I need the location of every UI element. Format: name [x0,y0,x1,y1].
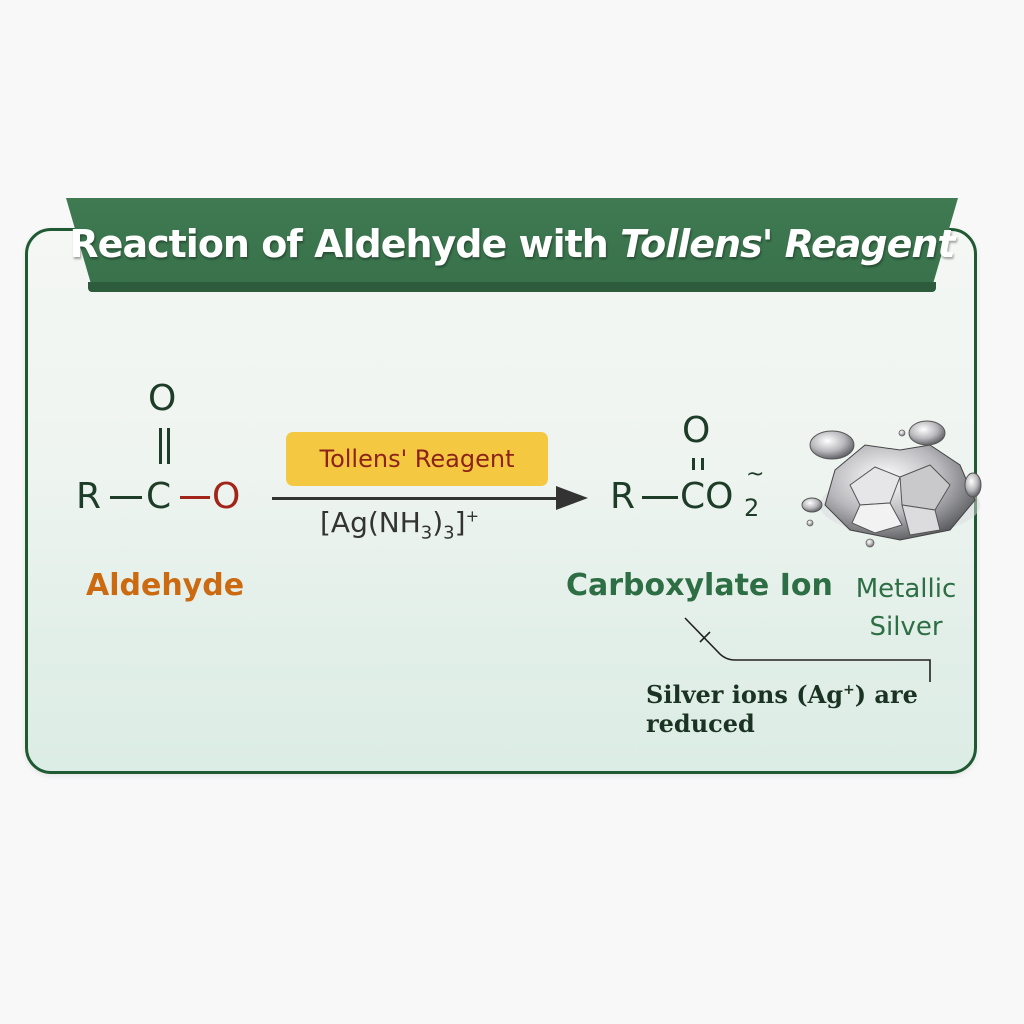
note-charge: + [842,682,855,698]
product-atom-r: R [610,476,636,517]
reaction-arrow-line [272,497,562,500]
product-double-bond-left [692,458,695,470]
formula-sub1: 3 [420,522,433,544]
title-italic: Tollens' Reagent [620,222,955,266]
atom-r: R [76,476,102,517]
bond-c-o [180,496,210,499]
product-double-bond-right [701,458,704,470]
metallic-silver-label: Metallic Silver [850,570,962,646]
reduction-note: Silver ions (Ag+) are reduced [646,680,1024,738]
title-banner [66,198,958,290]
silver-label-line2: Silver [869,612,943,642]
page-title: Reaction of Aldehyde with Tollens' Reage… [66,208,958,280]
formula-prefix: [Ag(NH [320,506,421,539]
product-atom-o-top: O [682,410,711,451]
formula-sub2: 3 [443,522,455,544]
atom-o-top: O [148,378,177,419]
reagent-badge: Tollens' Reagent [286,432,548,486]
product-charge: ~ [746,462,765,487]
callout-connector [684,617,931,682]
reagent-formula: [Ag(NH3)3]+ [320,506,479,544]
note-suffix: ) are reduced [646,680,918,738]
atom-c: C [146,476,172,517]
double-bond-left [159,428,162,464]
atom-o-right: O [212,476,241,517]
product-atom-co: CO [680,476,734,517]
note-prefix: Silver ions (Ag [646,680,843,709]
silver-crystals-icon [801,420,982,548]
product-bond-r-c [642,496,678,499]
carboxylate-label: Carboxylate Ion [566,568,833,603]
formula-charge: + [465,506,479,526]
product-subscript: 2 [744,494,760,522]
title-banner-shadow [88,282,936,292]
double-bond-right [167,428,170,464]
silver-label-line1: Metallic [855,574,957,604]
formula-suffix: ] [454,506,466,539]
aldehyde-label: Aldehyde [86,568,245,603]
formula-mid: ) [432,506,444,539]
title-main: Reaction of Aldehyde with [69,222,621,266]
reaction-arrow-head-icon [556,486,588,510]
bond-r-c [110,496,142,499]
